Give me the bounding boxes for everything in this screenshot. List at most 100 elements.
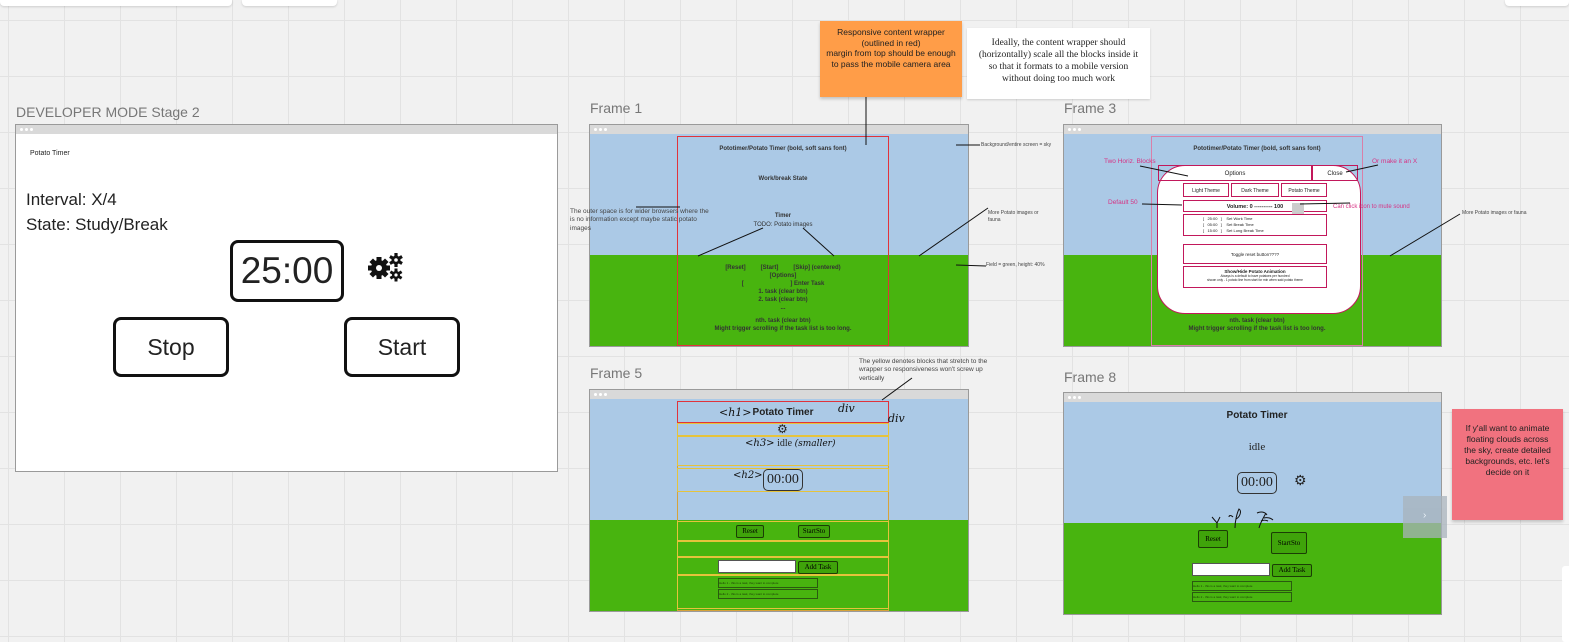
break-time-label: Set Break Time bbox=[1226, 222, 1254, 227]
smaller-annotation: (smaller) bbox=[794, 439, 836, 449]
content-wrapper-outline bbox=[1151, 136, 1363, 346]
frame-label-1[interactable]: Frame 1 bbox=[590, 100, 643, 116]
frame8-gear-icon[interactable]: ⚙ bbox=[1294, 472, 1307, 488]
frame-3[interactable]: Pototimer/Potato Timer (bold, soft sans … bbox=[1063, 124, 1442, 347]
frame-titlebar bbox=[16, 125, 557, 134]
frame1-timer: Timer bbox=[774, 213, 792, 219]
mute-note[interactable]: Can click icon to mute sound bbox=[1333, 204, 1410, 210]
frame1-dots: ... bbox=[780, 305, 786, 311]
collapsed-panel-handle[interactable]: › bbox=[1403, 496, 1447, 538]
frame8-title: Potato Timer bbox=[1226, 410, 1288, 421]
frame1-title: Pototimer/Potato Timer (bold, soft sans … bbox=[719, 146, 847, 152]
default-50-note[interactable]: Default 50 bbox=[1108, 199, 1138, 206]
frame-8[interactable]: Potato Timer idle 00:00 ⚙ Reset StartSto… bbox=[1063, 392, 1442, 615]
scroll-indicator[interactable] bbox=[1562, 566, 1569, 642]
orange-sticky-text: Responsive content wrapper (outlined in … bbox=[826, 27, 956, 69]
white-sticky-text: Ideally, the content wrapper should (hor… bbox=[978, 38, 1139, 84]
frame8-add-task-button[interactable]: Add Task bbox=[1272, 564, 1312, 577]
potato-plant-icon bbox=[1209, 503, 1279, 529]
or-make-x-note[interactable]: Or make it an X bbox=[1372, 158, 1418, 165]
theme-dark-button[interactable]: Dark Theme bbox=[1231, 183, 1279, 197]
toolbar-chip-left[interactable] bbox=[0, 0, 232, 6]
theme-light-button[interactable]: Light Theme bbox=[1183, 183, 1229, 197]
stop-button[interactable]: Stop bbox=[113, 317, 229, 377]
break-time-row[interactable]: [ 05:00 ] Set Break Time bbox=[1203, 222, 1254, 227]
h3-annotation: <h3> bbox=[745, 438, 775, 449]
start-button[interactable]: Start bbox=[344, 317, 460, 377]
sky-background bbox=[590, 134, 968, 256]
div-annotation-2: div bbox=[888, 412, 905, 425]
frame8-startstop-button[interactable]: StartSto bbox=[1271, 532, 1307, 554]
frame-label-5[interactable]: Frame 5 bbox=[590, 365, 643, 381]
background-note[interactable]: Background/entire screen = sky bbox=[981, 142, 1052, 148]
h2-annotation: <h2> bbox=[733, 470, 763, 481]
options-modal[interactable] bbox=[1157, 165, 1361, 314]
frame8-reset-button[interactable]: Reset bbox=[1198, 530, 1228, 548]
toolbar-chip-center[interactable] bbox=[242, 0, 337, 6]
gears-icon[interactable] bbox=[366, 251, 406, 283]
frame-titlebar bbox=[1064, 393, 1441, 402]
mute-icon[interactable] bbox=[1292, 203, 1304, 214]
state-text: State: Study/Break bbox=[26, 215, 168, 234]
frame1-todo: TODO: Potato images bbox=[753, 222, 813, 228]
animation-line1: Always is a default to have potatoes per… bbox=[1220, 274, 1290, 278]
two-blocks-note[interactable]: Two Horiz. Blocks bbox=[1104, 158, 1156, 165]
frame8-task-input[interactable] bbox=[1192, 563, 1270, 576]
frame5-add-task-button[interactable]: Add Task bbox=[798, 561, 838, 574]
white-sticky-note[interactable]: Ideally, the content wrapper should (hor… bbox=[967, 28, 1150, 99]
theme-potato-button[interactable]: Potato Theme bbox=[1281, 183, 1327, 197]
frame-1[interactable]: Pototimer/Potato Timer (bold, soft sans … bbox=[589, 124, 969, 347]
frame-label-stage2[interactable]: DEVELOPER MODE Stage 2 bbox=[16, 104, 200, 120]
frame3-scroll-note: Might trigger scrolling if the task list… bbox=[1188, 326, 1326, 332]
frame-label-3[interactable]: Frame 3 bbox=[1064, 100, 1117, 116]
animation-block[interactable]: Show/Hide Potato Animation Always is a d… bbox=[1183, 266, 1327, 288]
frame1-task2: 2. task (clear btn) bbox=[758, 297, 808, 303]
times-block bbox=[1183, 214, 1327, 236]
work-time-value: [ 25:00 ] bbox=[1203, 216, 1222, 221]
frame1-task1: 1. task (clear btn) bbox=[758, 289, 808, 295]
frame8-state: idle bbox=[1248, 441, 1266, 453]
content-wrapper-outline bbox=[677, 136, 889, 346]
frame-label-8[interactable]: Frame 8 bbox=[1064, 369, 1117, 385]
frame3-taskn: nth. task (clear btn) bbox=[1229, 318, 1285, 324]
toggle-reset-row[interactable]: Toggle reset button???? bbox=[1183, 244, 1327, 264]
yellow-block-tasks bbox=[677, 575, 889, 609]
yellow-block-icon bbox=[677, 423, 889, 436]
frame5-startstop-button[interactable]: StartSto bbox=[798, 525, 830, 538]
frame5-gear-icon[interactable]: ⚙ bbox=[777, 422, 788, 436]
sky-background bbox=[1064, 402, 1441, 524]
yellow-blocks-note[interactable]: The yellow denotes blocks that stretch t… bbox=[859, 358, 988, 382]
work-time-row[interactable]: [ 25:00 ] Set Work Time bbox=[1203, 216, 1253, 221]
app-title: Potato Timer bbox=[30, 150, 70, 157]
h1-annotation: <h1> bbox=[719, 406, 752, 419]
animation-title: Show/Hide Potato Animation bbox=[1224, 269, 1286, 274]
close-button[interactable]: Close bbox=[1312, 165, 1358, 181]
long-break-time-row[interactable]: [ 15:00 ] Set Long Break Time bbox=[1203, 228, 1264, 233]
more-images-note-1[interactable]: More Potato images or fauna bbox=[988, 210, 1039, 223]
more-images-note-3[interactable]: More Potato images or fauna bbox=[1462, 210, 1527, 216]
orange-sticky-note[interactable]: Responsive content wrapper (outlined in … bbox=[820, 21, 962, 97]
state-text: idle bbox=[777, 438, 793, 449]
toolbar-chip-right[interactable] bbox=[1505, 0, 1569, 6]
yellow-block-title bbox=[677, 401, 889, 423]
options-header: Options bbox=[1158, 165, 1312, 181]
frame-stage2[interactable]: Potato Timer Interval: X/4 State: Study/… bbox=[15, 124, 558, 472]
field-note[interactable]: Field = green, height: 40% bbox=[986, 262, 1045, 268]
frame1-options: [Options] bbox=[769, 273, 797, 279]
outer-space-note[interactable]: The outer space is for wider browsers wh… bbox=[570, 208, 709, 232]
frame8-task2[interactable]: Hello 2 - this is a task, they want to c… bbox=[1192, 592, 1292, 602]
frame-5[interactable]: Potato Timer <h1> div ⚙ <h3> idle (small… bbox=[589, 389, 969, 612]
frame5-task-input[interactable] bbox=[718, 560, 796, 573]
frame1-state: Work/break State bbox=[758, 176, 808, 182]
timer-display: 25:00 bbox=[230, 240, 344, 302]
frame8-timer: 00:00 bbox=[1237, 472, 1277, 494]
frame1-enter-task: [ ] Enter Task bbox=[741, 281, 825, 287]
frame8-task1[interactable]: Hello 1 - this is a task, they want to c… bbox=[1192, 581, 1292, 591]
frame5-task2[interactable]: Hello 2 - this is a task, they want to c… bbox=[718, 589, 818, 599]
work-time-label: Set Work Time bbox=[1226, 216, 1253, 221]
pink-sticky-note[interactable]: If y'all want to animate floating clouds… bbox=[1452, 409, 1563, 520]
volume-slider[interactable]: Volume: 0 ---------- 100 bbox=[1183, 200, 1327, 212]
frame5-task1[interactable]: Hello 1 - this is a task, they want to c… bbox=[718, 578, 818, 588]
yellow-block-timer bbox=[677, 468, 889, 492]
frame5-reset-button[interactable]: Reset bbox=[736, 525, 764, 538]
